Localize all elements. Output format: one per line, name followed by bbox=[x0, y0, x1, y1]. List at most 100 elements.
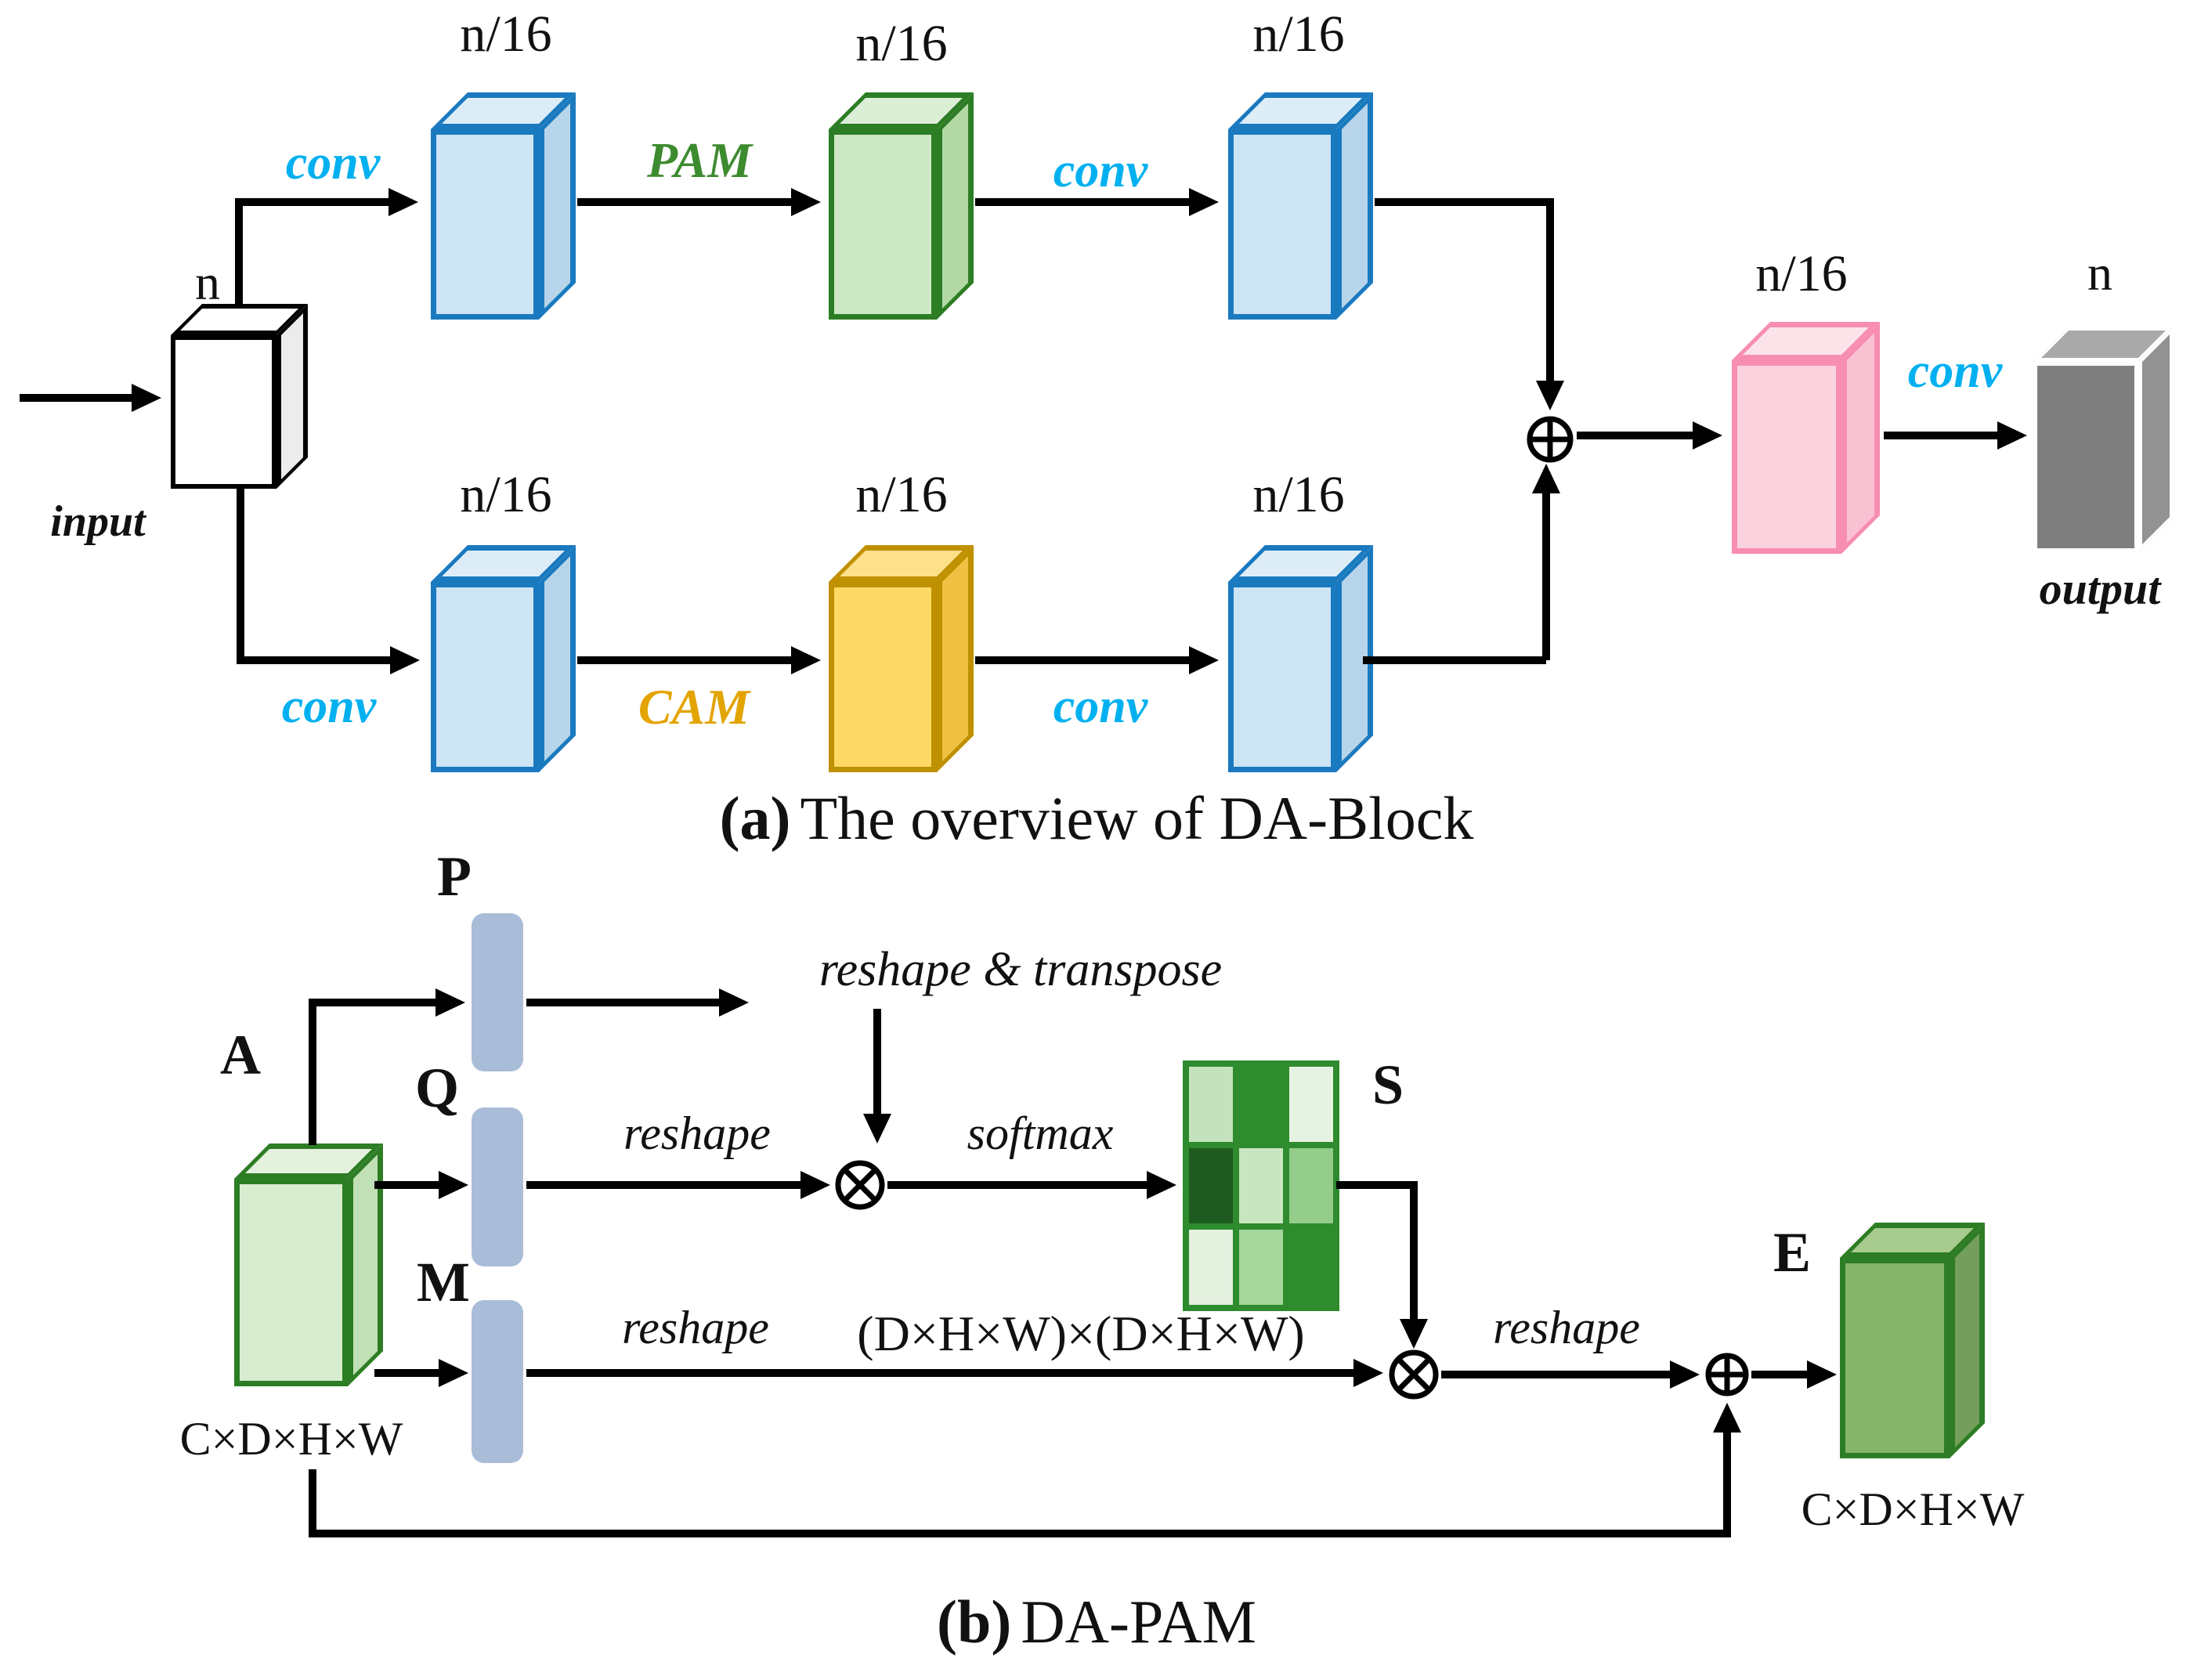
matmul-dims-label: (D×H×W)×(D×H×W) bbox=[857, 1306, 1305, 1361]
bottom-merge-hline bbox=[1363, 656, 1546, 664]
a-to-q-arrow-line bbox=[374, 1181, 443, 1189]
cam-output-block bbox=[829, 545, 974, 772]
conv-bottom2-arrow-line bbox=[975, 656, 1193, 664]
conv-label-top2: conv bbox=[1053, 144, 1148, 197]
p-out-arrow-line bbox=[526, 999, 724, 1006]
reshape-label-out: reshape bbox=[1493, 1302, 1640, 1353]
conv-bottom2-arrow-head bbox=[1189, 646, 1219, 674]
top-merge-hline bbox=[1375, 198, 1550, 206]
q-reshape-arrow-line bbox=[526, 1181, 805, 1189]
softmax-label: softmax bbox=[967, 1107, 1114, 1159]
dim-label-top-1: n/16 bbox=[460, 5, 552, 63]
conv-label-output: conv bbox=[1907, 345, 2003, 398]
a-block-dims-label: C×D×H×W bbox=[179, 1413, 403, 1465]
matmul-operator-icon-2 bbox=[1389, 1349, 1439, 1400]
top-merge-vline bbox=[1546, 198, 1554, 382]
input-arrow-head bbox=[132, 384, 161, 412]
output-block bbox=[2033, 327, 2174, 552]
cube-side-face bbox=[2138, 327, 2174, 552]
output-dim-label: n bbox=[2087, 245, 2112, 301]
conv-top2-arrow-line bbox=[975, 198, 1193, 206]
a-block-label: A bbox=[220, 1024, 261, 1086]
cam-label: CAM bbox=[638, 679, 750, 735]
cube-front-face bbox=[1840, 1258, 1950, 1458]
s-matrix-label: S bbox=[1371, 1053, 1404, 1116]
s-out-vline bbox=[1410, 1181, 1418, 1321]
panel-b-caption: (b)DA-PAM bbox=[705, 1588, 1488, 1656]
conv-bottom-elbow-hline bbox=[237, 656, 393, 664]
s-matrix-cell bbox=[1239, 1067, 1283, 1142]
m-projection-bar bbox=[472, 1300, 523, 1463]
dim-label-fused: n/16 bbox=[1755, 245, 1848, 302]
s-out-hline bbox=[1336, 1181, 1414, 1189]
cube-front-face bbox=[431, 129, 539, 320]
conv-top2-arrow-head bbox=[1189, 188, 1219, 216]
s-attention-matrix bbox=[1183, 1060, 1339, 1311]
s-matrix-cell bbox=[1189, 1230, 1233, 1305]
add-operator-icon-b bbox=[1705, 1353, 1749, 1396]
reshape2-arrow-head bbox=[1670, 1360, 1700, 1389]
cube-side-face bbox=[539, 545, 576, 772]
cube-front-face bbox=[829, 582, 937, 772]
conv-top-elbow-hline bbox=[235, 198, 392, 206]
input-dim-label: n bbox=[195, 255, 220, 310]
output-label: output bbox=[2039, 563, 2161, 614]
reshape-label-m: reshape bbox=[622, 1302, 769, 1353]
s-matrix-cell bbox=[1239, 1148, 1283, 1223]
a-to-m-arrow-line bbox=[374, 1369, 443, 1377]
skip-vline-left bbox=[309, 1469, 316, 1537]
conv-top-elbow-vline bbox=[235, 202, 243, 308]
cube-side-face bbox=[539, 92, 576, 320]
s-matrix-cell bbox=[1239, 1230, 1283, 1305]
reshape-transpose-label: reshape & transpose bbox=[819, 943, 1223, 996]
s-matrix-cell bbox=[1189, 1148, 1233, 1223]
sum-out-arrow-head bbox=[1693, 421, 1722, 450]
add-operator-icon bbox=[1527, 416, 1574, 463]
s-matrix-cell bbox=[1289, 1148, 1333, 1223]
a-to-p-elbow-hline bbox=[309, 999, 440, 1006]
s-matrix-cell bbox=[1289, 1067, 1333, 1142]
pam-arrow-head bbox=[791, 188, 821, 216]
p-bar-label: P bbox=[437, 845, 472, 908]
pam-arrow-line bbox=[577, 198, 795, 206]
input-label: input bbox=[50, 497, 146, 546]
cube-side-face bbox=[1950, 1223, 1985, 1458]
sum-out-arrow-line bbox=[1577, 432, 1696, 439]
conv-top-arrow-head bbox=[388, 188, 418, 216]
pam-output-block bbox=[829, 92, 974, 320]
panel-a-caption: (a)The overview of DA-Block bbox=[548, 785, 1645, 852]
cube-side-face bbox=[276, 304, 308, 489]
e-block-dims-label: C×D×H×W bbox=[1801, 1483, 2025, 1535]
e-in-arrow-head bbox=[1807, 1360, 1837, 1389]
cube-front-face bbox=[1228, 582, 1336, 772]
dim-label-bottom-1: n/16 bbox=[460, 466, 552, 523]
cube-side-face bbox=[937, 545, 974, 772]
reshape2-arrow-line bbox=[1441, 1371, 1671, 1378]
matmul-operator-icon-1 bbox=[835, 1160, 885, 1210]
cube-front-face bbox=[234, 1179, 348, 1386]
panel-a-caption-text: The overview of DA-Block bbox=[800, 784, 1474, 852]
cube-front-face bbox=[171, 335, 276, 489]
transpose-down-arrow-head bbox=[863, 1114, 891, 1143]
cube-front-face bbox=[2033, 362, 2138, 552]
panel-b-caption-prefix: (b) bbox=[937, 1588, 1012, 1656]
a-to-q-arrow-head bbox=[439, 1171, 468, 1199]
reshape-label-q: reshape bbox=[623, 1107, 771, 1159]
input-arrow-line bbox=[20, 394, 137, 402]
m-reshape-arrow-line bbox=[526, 1369, 1355, 1377]
dim-label-top-2: n/16 bbox=[855, 15, 948, 72]
cam-arrow-head bbox=[791, 646, 821, 674]
feature-block-bottom-1 bbox=[431, 545, 576, 772]
cube-front-face bbox=[431, 582, 539, 772]
feature-block-bottom-2 bbox=[1228, 545, 1373, 772]
input-block bbox=[171, 304, 308, 489]
s-matrix-cell bbox=[1189, 1067, 1233, 1142]
transpose-down-vline bbox=[873, 1009, 881, 1115]
output-arrow-head bbox=[1997, 421, 2027, 450]
top-merge-arrow-head bbox=[1536, 381, 1564, 410]
cam-arrow-line bbox=[577, 656, 795, 664]
skip-arrow-head bbox=[1713, 1403, 1741, 1433]
cube-front-face bbox=[1228, 129, 1336, 320]
p-out-arrow-head bbox=[719, 988, 749, 1017]
